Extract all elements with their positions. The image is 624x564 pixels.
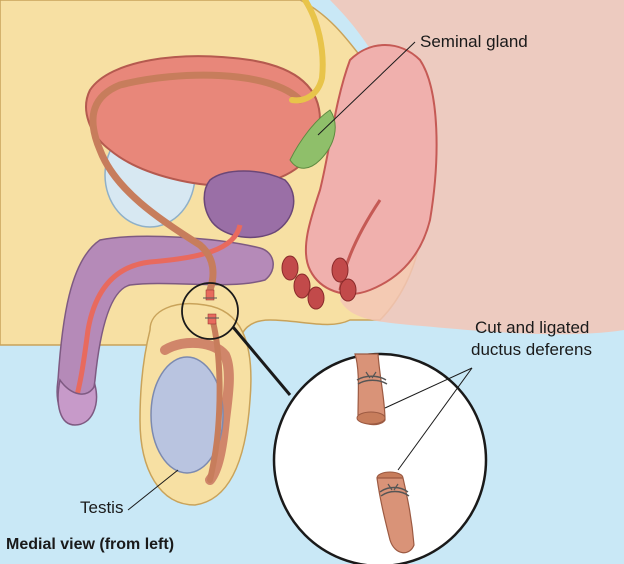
cut-ligated-label-line2: ductus deferens — [471, 340, 592, 360]
figure-caption: Medial view (from left) — [6, 536, 174, 554]
prostate — [204, 171, 293, 237]
cut-ligated-label-line1: Cut and ligated — [475, 318, 589, 338]
testis-label: Testis — [80, 498, 123, 518]
seminal-gland-label: Seminal gland — [420, 32, 528, 52]
